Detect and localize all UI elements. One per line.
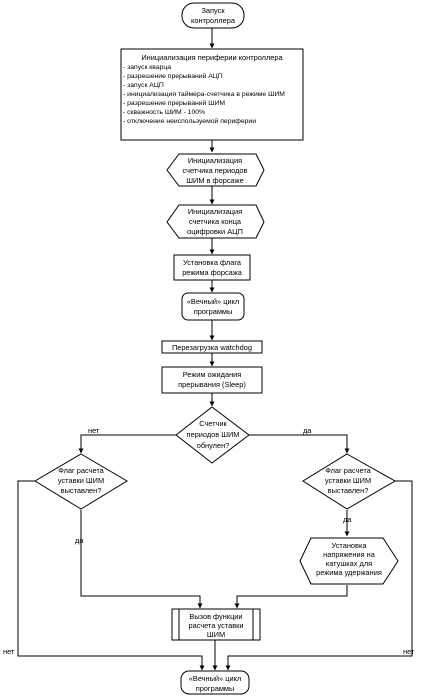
loop-start-line-1: «Вечный» цикл	[187, 297, 239, 306]
decision-counter-line-2: периодов ШИМ	[187, 430, 240, 439]
label-right-no: нет	[403, 647, 415, 656]
calc-pwm-line-1: Вызов функции	[189, 612, 242, 621]
set-voltage-line-3: катушках для	[326, 559, 372, 568]
sleep-line-2: прерывания (Sleep)	[178, 380, 246, 389]
start-line-2: контроллера	[191, 16, 236, 25]
connectors	[17, 28, 413, 671]
init-periphery-item: - запуск АЦП	[123, 82, 164, 89]
init-pwm-counter-line-1: Инициализация	[188, 156, 242, 165]
watchdog-text: Перезагрузка watchdog	[172, 343, 252, 352]
init-periphery-title: Инициализация периферии контроллера	[141, 53, 283, 62]
label-left-yes: да	[75, 536, 84, 545]
decision-left-flag-diamond	[34, 453, 128, 510]
edge-counter-no	[78, 434, 176, 454]
edge-left-yes	[80, 510, 203, 609]
init-periphery-item: - скважность ШИМ - 100%	[123, 109, 205, 116]
sleep-box	[161, 366, 263, 394]
edge-right-no	[225, 480, 413, 671]
watchdog-box	[161, 340, 263, 354]
set-voltage-line-1: Установка	[332, 541, 368, 550]
start-terminal	[181, 2, 245, 29]
init-periphery-item: - разрешение прерываний АЦП	[123, 72, 223, 80]
init-periphery-item: - запуск кварца	[123, 64, 171, 71]
loop-start-line-2: программы	[194, 307, 233, 316]
loop-end-line-1: «Вечный» цикл	[189, 674, 241, 683]
init-adc-counter-hex	[166, 204, 265, 239]
set-voltage-line-4: режима удержания	[316, 568, 382, 577]
init-adc-counter-line-2: счетчика конца	[189, 217, 242, 226]
init-periphery-item: - отключение неиспользуемой периферии	[123, 117, 256, 125]
init-periphery-box	[120, 48, 304, 141]
init-adc-counter-line-1: Инициализация	[188, 207, 242, 216]
start-line-1: Запуск	[201, 6, 225, 15]
decision-right-line-3: выставлен?	[328, 486, 369, 495]
init-pwm-counter-line-3: ШИМ в форсаже	[186, 176, 243, 185]
label-right-yes: да	[343, 515, 352, 524]
loop-start-terminal	[181, 292, 245, 321]
set-voltage-hex	[299, 537, 399, 585]
decision-left-line-1: Флаг расчета	[58, 466, 104, 475]
set-flag-line-1: Установка флага	[183, 258, 242, 267]
decision-counter-line-1: Счетчик	[199, 419, 227, 428]
decision-right-flag-diamond	[302, 453, 397, 510]
calc-pwm-box	[171, 608, 261, 641]
set-flag-box	[173, 254, 251, 281]
decision-left-line-2: уставки ШИМ	[58, 476, 104, 485]
decision-counter-diamond	[175, 406, 250, 464]
loop-end-terminal	[180, 670, 250, 695]
init-pwm-counter-line-2: счетчика периодов	[183, 166, 248, 175]
loop-end-line-2: программы	[196, 684, 235, 693]
label-counter-yes: да	[303, 426, 312, 435]
calc-pwm-line-2: расчета уставки	[188, 621, 243, 630]
set-voltage-line-2: напряжения на	[323, 550, 376, 559]
init-adc-counter-line-3: оцифровки АЦП	[187, 227, 243, 236]
label-left-no: нет	[3, 647, 15, 656]
edge-counter-yes	[249, 434, 350, 454]
decision-right-line-1: Флаг расчета	[325, 466, 371, 475]
edge-voltage-calc	[234, 585, 348, 609]
init-periphery-item: - разрешение прерываний ШИМ	[123, 99, 225, 107]
decision-right-line-2: уставки ШИМ	[325, 476, 371, 485]
init-pwm-counter-hex	[166, 153, 265, 187]
set-flag-line-2: режима форсажа	[182, 268, 243, 277]
decision-counter-line-3: обнулен?	[197, 441, 230, 450]
calc-pwm-line-3: ШИМ	[207, 630, 225, 639]
init-periphery-item: - инициализация таймера-счетчика в режим…	[123, 90, 285, 98]
decision-left-line-3: выставлен?	[61, 486, 102, 495]
edge-left-no	[17, 480, 205, 671]
sleep-line-1: Режим ожидания	[183, 370, 242, 379]
label-counter-no: нет	[88, 426, 100, 435]
